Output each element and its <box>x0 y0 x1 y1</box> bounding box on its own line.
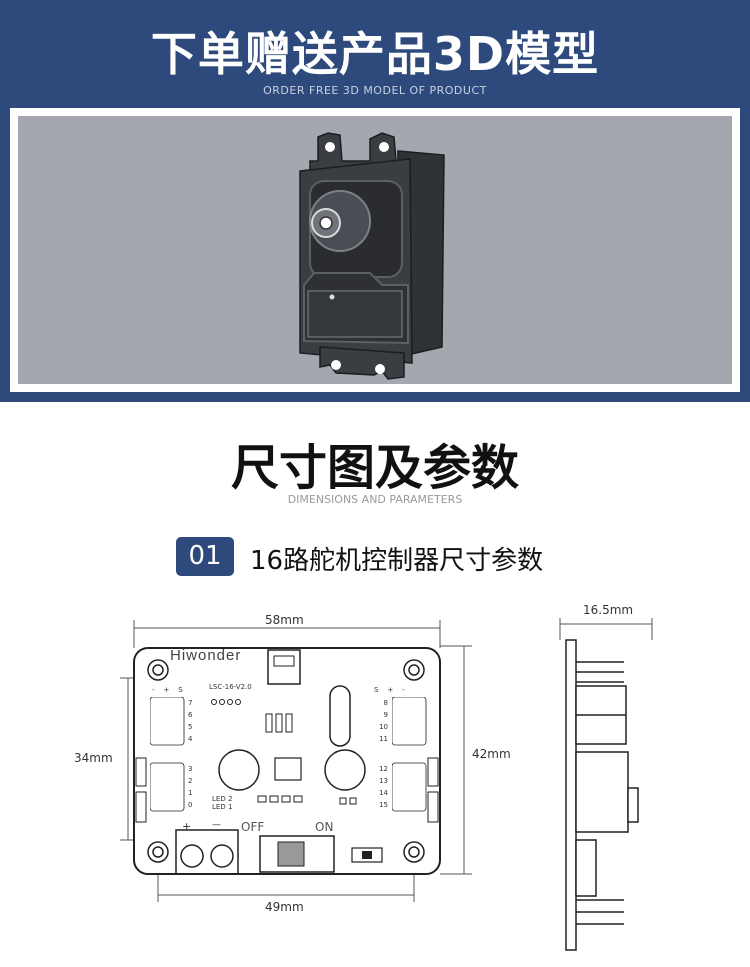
channel-label: 1 <box>188 789 193 797</box>
led2-label: LED 2 <box>212 795 233 803</box>
banner-subtitle: ORDER FREE 3D MODEL OF PRODUCT <box>263 84 487 97</box>
channel-label: 12 <box>379 765 388 773</box>
pin-legend-plus: + <box>387 686 394 694</box>
left-pin-header: 7 6 5 4 3 2 1 0 <box>149 696 192 831</box>
power-plus-label: + <box>182 820 192 833</box>
channel-label: 0 <box>188 801 193 809</box>
channel-label: 13 <box>379 777 388 785</box>
board-brand-label: Hiwonder <box>170 647 242 664</box>
led1-label: LED 1 <box>212 803 233 811</box>
dimension-thickness-label: 16.5mm <box>583 603 634 617</box>
top-banner: 下单赠送产品3D模型 ORDER FREE 3D MODEL OF PRODUC… <box>0 0 750 402</box>
channel-label: 6 <box>188 711 193 719</box>
switch-off-label: OFF <box>241 820 265 834</box>
left-header-legend: - + S <box>152 686 183 694</box>
subsection-heading: 16路舵机控制器尺寸参数 <box>250 546 544 576</box>
power-minus-label: — <box>212 820 221 830</box>
channel-label: 8 <box>383 699 388 707</box>
left-pin-grid <box>149 696 185 812</box>
servo-3d-model <box>299 132 445 380</box>
channel-label: 15 <box>379 801 388 809</box>
section-subtitle: DIMENSIONS AND PARAMETERS <box>287 493 463 506</box>
channel-label: 3 <box>188 765 193 773</box>
banner-title: 下单赠送产品3D模型 <box>150 27 600 81</box>
section-number-badge: 01 <box>176 537 234 576</box>
channel-label: 9 <box>383 711 388 719</box>
right-header-legend: S + - <box>374 686 405 694</box>
section-title: 尺寸图及参数 <box>230 440 519 496</box>
pin-legend-plus: + <box>163 686 170 694</box>
board-dimension-drawing <box>120 620 472 902</box>
pin-legend-signal: S <box>374 686 379 694</box>
side-view-drawing <box>559 618 653 951</box>
channel-label: 14 <box>379 789 388 797</box>
channel-label: 5 <box>188 723 193 731</box>
channel-label: 2 <box>188 777 193 785</box>
dimension-width-label: 58mm <box>265 613 304 627</box>
dimension-inner-height-label: 34mm <box>74 751 113 765</box>
dimension-outer-height-label: 42mm <box>472 747 511 761</box>
channel-label: 4 <box>188 735 193 743</box>
pin-legend-signal: S <box>178 686 183 694</box>
right-pin-grid <box>392 697 427 812</box>
channel-label: 7 <box>188 699 193 707</box>
channel-label: 11 <box>379 735 388 743</box>
board-model-label: LSC-16-V2.0 <box>209 683 252 691</box>
switch-on-label: ON <box>315 820 334 834</box>
dimension-inner-width-label: 49mm <box>265 900 304 914</box>
pin-legend-minus: - <box>152 686 155 694</box>
pin-legend-minus: - <box>402 686 405 694</box>
channel-label: 10 <box>379 723 388 731</box>
